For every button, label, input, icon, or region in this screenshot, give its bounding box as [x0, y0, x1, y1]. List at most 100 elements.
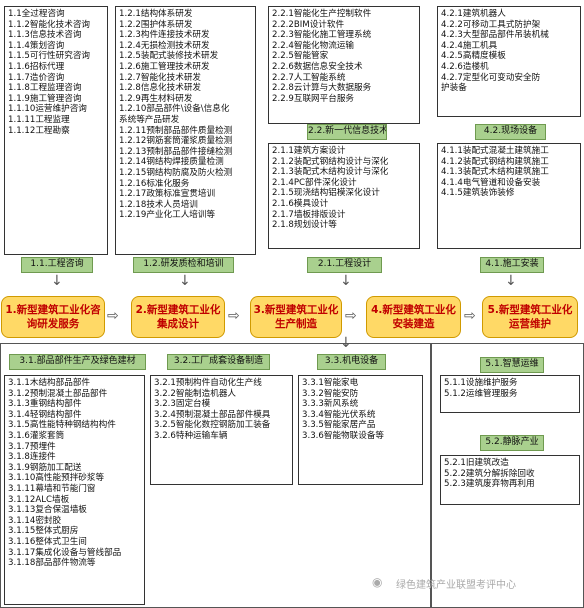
list-item: 4.1.1装配式混凝土建筑施工	[441, 146, 549, 156]
list-item: 3.1.1木结构部品部件	[8, 378, 91, 388]
list-item: 3.3.1智能家电	[302, 378, 359, 388]
list-item: 3.3.2智能安防	[302, 388, 359, 399]
list-item: 1.1.2智能化技术咨询	[8, 19, 91, 30]
list-item: 2.2.5智能管家	[272, 51, 329, 62]
section-label: 4.2.现场设备	[475, 124, 546, 140]
list-item: 1.1.5可行性研究咨询	[8, 51, 91, 62]
list-item: 3.1.2预制混凝土部品部件	[8, 388, 108, 399]
list-item: 3.2.3固定台模	[154, 399, 211, 410]
list-item: 4.1.2装配式钢结构建筑施工	[441, 156, 549, 167]
list-item: 1.1.4策划咨询	[8, 40, 65, 51]
flow-stage: 1.新型建筑工业化咨询研发服务	[1, 296, 105, 338]
list-item: 5.1.1设施维护服务	[444, 378, 518, 388]
list-item: 2.1.7墙板排版设计	[272, 209, 346, 220]
list-item: 3.2.4预制混凝土部品部件模具	[154, 409, 271, 420]
list-item: 4.1.5建筑装饰装修	[441, 188, 515, 199]
list-item: 4.1.4电气管道和设备安装	[441, 177, 541, 188]
list-item: 3.3.5智能家居产品	[302, 420, 376, 431]
arrow-icon: ↓	[340, 273, 352, 289]
list-item: 1.1全过程咨询	[8, 9, 65, 19]
flow-stage: 4.新型建筑工业化安装建造	[366, 296, 461, 338]
list-item: 3.2.5智能化数控钢筋加工装备	[154, 420, 271, 431]
list-item: 2.1.3装配式木结构设计与深化	[272, 167, 389, 178]
list-item: 1.2.19产业化工人培训等	[119, 210, 216, 221]
list-item: 3.1.11幕墙和节能门窗	[8, 483, 96, 494]
arrow-icon: ⇨	[228, 308, 240, 324]
list-item: 2.1.1建筑方案设计	[272, 146, 346, 156]
list-item: 3.1.7预埋件	[8, 441, 56, 452]
section-label: 3.3.机电设备	[317, 354, 386, 370]
list-item: 1.1.7造价咨询	[8, 72, 65, 83]
list-item: 1.2.17政策标准宣贯培训	[119, 189, 216, 200]
arrow-icon: ↓	[505, 273, 517, 289]
list-item: 1.2.11预制部品部件质量检测	[119, 125, 233, 136]
list-item: 3.1.8连接件	[8, 452, 56, 463]
list-item: 2.2.1智能化生产控制软件	[272, 9, 372, 19]
list-item: 1.1.10运营维护咨询	[8, 104, 87, 115]
flow-stage: 5.新型建筑工业化运营维护	[482, 296, 578, 338]
list-item: 2.1.4PC部件深化设计	[272, 177, 357, 188]
section-label: 5.1.智慧运维	[480, 357, 544, 373]
section-label: 2.1.工程设计	[307, 257, 382, 273]
arrow-icon: ↓	[51, 273, 63, 289]
list-item: 3.1.10高性能预拌砂浆等	[8, 473, 105, 484]
list-item: 1.2.1结构体系研发	[119, 9, 193, 19]
list-item: 1.2.10部品部件\设备\信息化	[119, 104, 230, 115]
list-item: 1.1.6招标代理	[8, 61, 65, 72]
list-item: 4.2.2可移动工具式防护架	[441, 19, 541, 30]
section-label: 3.2.工厂成套设备制造	[167, 354, 270, 370]
list-item: 1.2.15钢结构防腐及防火检测	[119, 167, 233, 178]
list-item: 护装备	[441, 83, 467, 94]
list-item: 1.2.14钢结构焊接质量检测	[119, 157, 224, 168]
arrow-icon: ↓	[340, 335, 352, 351]
list-item: 2.1.6模具设计	[272, 198, 329, 209]
list-item: 1.1.3信息技术咨询	[8, 30, 82, 41]
section-label: 5.2.静脉产业	[480, 435, 544, 451]
list-item: 5.2.2建筑分解拆除回收	[444, 468, 535, 479]
list-item: 5.2.1旧建筑改造	[444, 458, 509, 468]
list-item: 4.2.6造楼机	[441, 61, 489, 72]
list-item: 1.1.11工程监理	[8, 114, 70, 125]
list-item: 3.2.6特种运输车辆	[154, 430, 228, 441]
list-item: 3.1.15整体式厨房	[8, 526, 79, 537]
list-item: 5.1.2运维管理服务	[444, 388, 518, 399]
list-item: 3.3.3新风系统	[302, 399, 359, 410]
list-item: 3.1.5高性能特种钢结构构件	[8, 420, 116, 431]
list-item: 3.2.2智能制造机器人	[154, 388, 237, 399]
list-item: 1.2.16标准化服务	[119, 178, 190, 189]
list-item: 2.2.6数据信息安全技术	[272, 61, 363, 72]
list-item: 3.1.6灌浆套筒	[8, 430, 65, 441]
list-item: 4.2.3大型部品部件吊装机械	[441, 30, 549, 41]
list-item: 4.2.1建筑机器人	[441, 9, 506, 19]
list-item: 3.1.14密封胶	[8, 515, 62, 526]
list-item: 3.1.13复合保温墙板	[8, 505, 87, 516]
list-item: 1.2.4无损检测技术研发	[119, 40, 210, 51]
list-item: 系统等产品研发	[119, 114, 180, 125]
arrow-icon: ⇨	[345, 308, 357, 324]
list-item: 5.2.3建筑废弃物再利用	[444, 479, 535, 490]
list-item: 1.2.8信息化技术研发	[119, 83, 202, 94]
list-item: 2.1.2装配式钢结构设计与深化	[272, 156, 389, 167]
list-item: 4.2.5高精度模板	[441, 51, 506, 62]
list-item: 1.1.9施工管理咨询	[8, 93, 82, 104]
list-item: 2.2.4智能化物流运输	[272, 40, 355, 51]
list-item: 2.1.5现浇结构铝模深化设计	[272, 188, 380, 199]
list-item: 3.2.1预制构件自动化生产线	[154, 378, 262, 388]
section-label: 4.1.施工安装	[480, 257, 544, 273]
list-item: 3.1.9钢筋加工配送	[8, 462, 82, 473]
list-item: 3.1.4轻钢结构部件	[8, 409, 82, 420]
list-item: 2.1.8规划设计等	[272, 220, 337, 231]
list-item: 1.1.12工程勘察	[8, 125, 70, 136]
list-item: 1.2.5装配式装修技术研发	[119, 51, 219, 62]
list-item: 3.3.4智能光伏系统	[302, 409, 376, 420]
